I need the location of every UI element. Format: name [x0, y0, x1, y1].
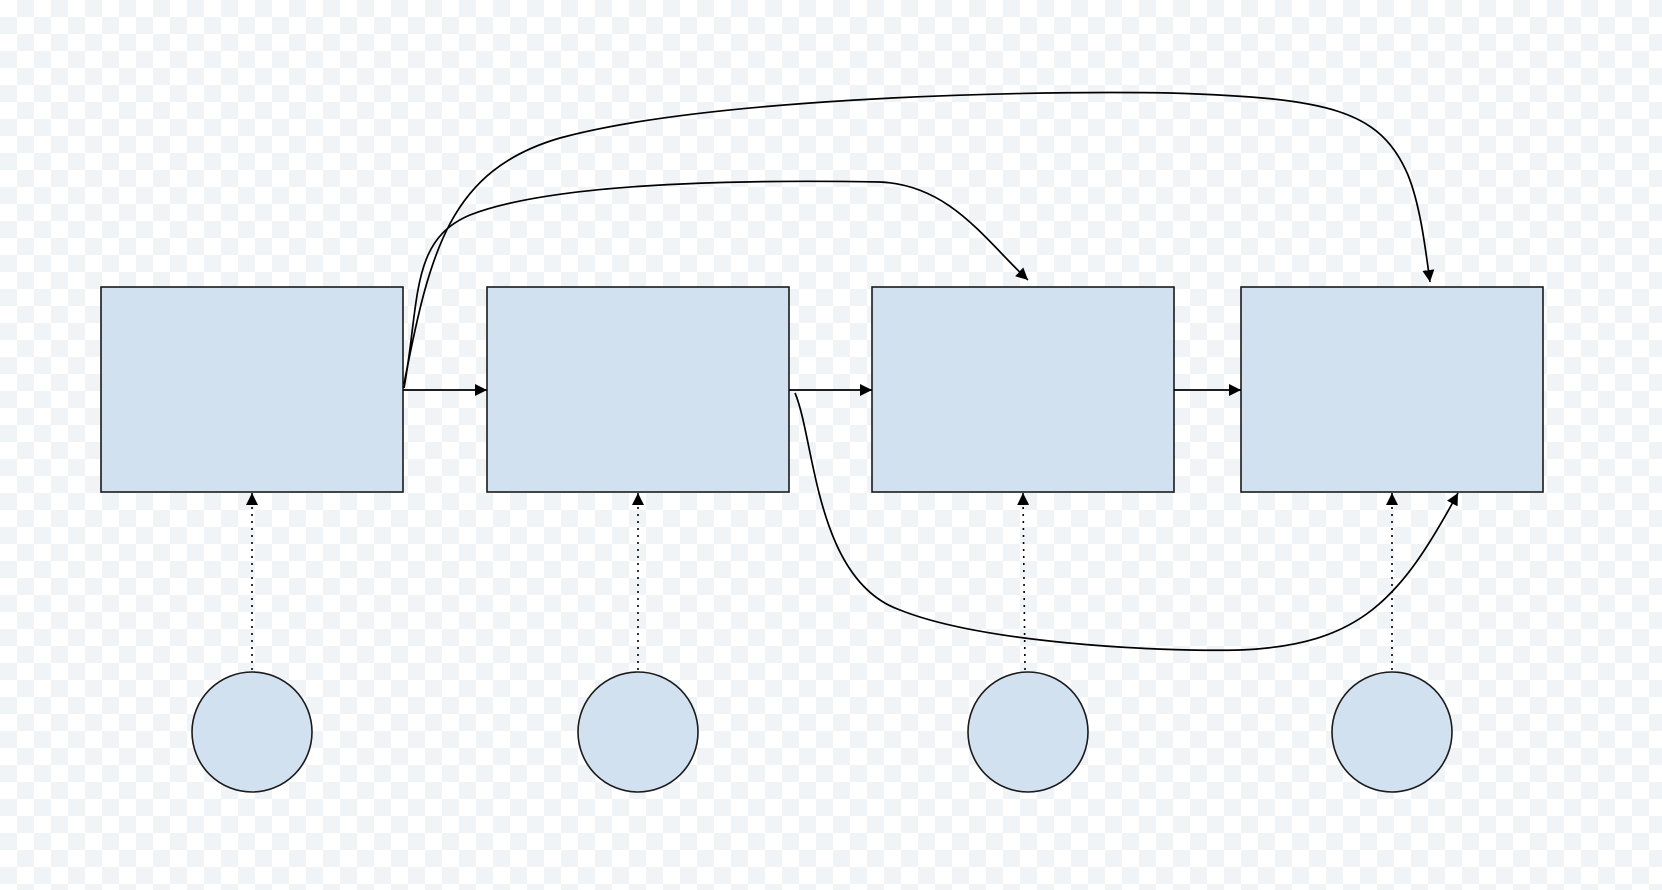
edge-box-1-to-box-3 — [403, 180, 1029, 389]
box-2[interactable] — [486, 286, 790, 493]
box-3[interactable] — [871, 286, 1175, 493]
circle-3[interactable] — [967, 671, 1089, 793]
circle-4[interactable] — [1331, 671, 1453, 793]
circle-1[interactable] — [191, 671, 313, 793]
edge-box-1-to-box-4 — [403, 91, 1435, 385]
box-1[interactable] — [100, 286, 404, 493]
edge-box-2-to-box-4 — [794, 392, 1459, 652]
edge-circle-3-to-box-3 — [1017, 492, 1030, 671]
box-4[interactable] — [1240, 286, 1544, 493]
circle-2[interactable] — [577, 671, 699, 793]
